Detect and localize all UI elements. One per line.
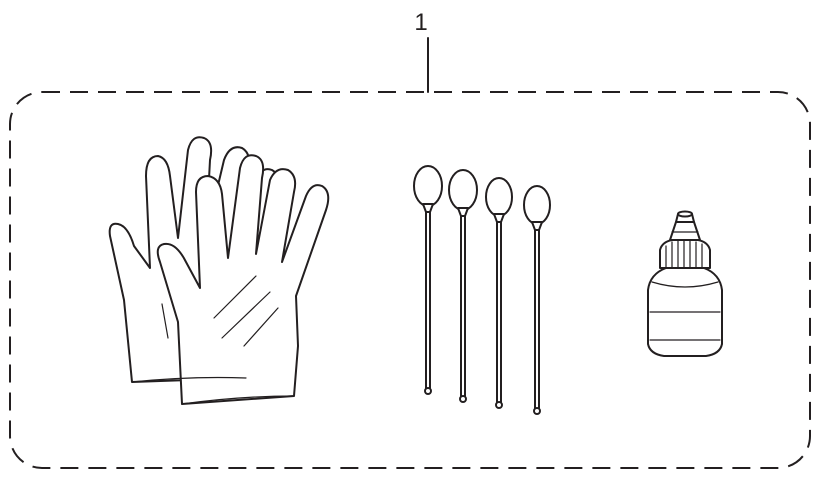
cleaning-solution-bottle-icon	[647, 210, 723, 357]
swab-3	[485, 177, 513, 409]
cotton-swabs-icon	[413, 165, 551, 415]
callout-number: 1	[414, 9, 427, 36]
swab-1	[413, 165, 443, 395]
kit-outline	[9, 91, 811, 469]
swab-2	[448, 169, 478, 403]
swab-4	[523, 185, 551, 415]
gloves-icon	[108, 136, 330, 405]
